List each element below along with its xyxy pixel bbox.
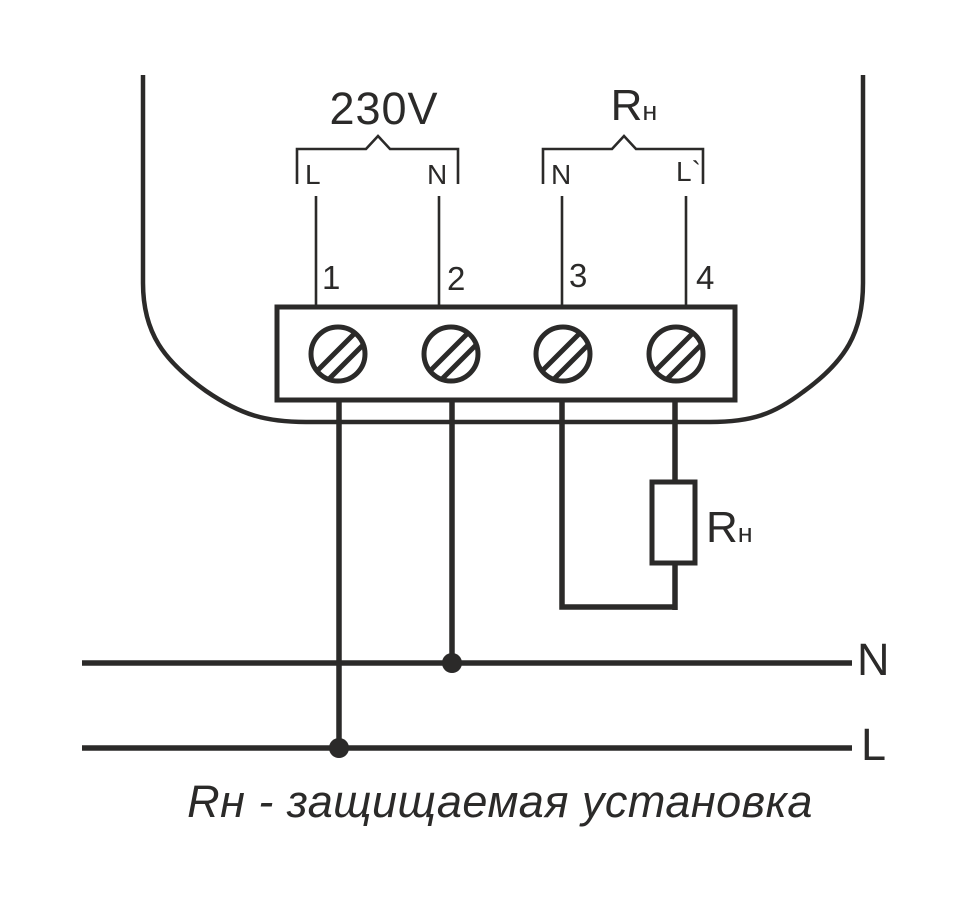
label-pin-number-3: 3: [569, 257, 588, 294]
terminal-block: [274, 304, 738, 403]
screw-terminal-1-icon: [308, 324, 368, 384]
resistor-symbol: [649, 479, 698, 566]
label-pin-number-2: 2: [447, 260, 466, 297]
label-terminal-n: N: [427, 159, 448, 190]
label-pin-number-1: 1: [322, 259, 341, 296]
bracket-230v: [295, 134, 460, 184]
label-pin-number-4: 4: [696, 259, 715, 296]
label-rh-group-sub: н: [642, 96, 658, 126]
bracket-rh: [541, 134, 705, 184]
label-rh-group: Rн: [611, 84, 658, 128]
device-outline: [140, 75, 866, 425]
label-resistor: Rн: [706, 506, 753, 550]
label-230v: 230V: [329, 83, 439, 134]
screw-terminal-2-icon: [421, 324, 481, 384]
label-bus-phase: L: [861, 719, 888, 770]
label-terminal-l-load: L`: [676, 156, 701, 187]
screw-terminal-4-icon: [646, 324, 706, 384]
label-bus-neutral: N: [857, 634, 891, 685]
wire-terminal3-to-resistor: [559, 400, 675, 610]
screw-terminal-3-icon: [533, 324, 593, 384]
label-resistor-sub: н: [737, 518, 753, 548]
caption-text: Rн - защищаемая установка: [187, 776, 813, 827]
junction-dot-phase: [329, 738, 349, 758]
label-terminal-n-load: N: [551, 159, 572, 190]
label-resistor-main: R: [706, 503, 738, 552]
label-terminal-l: L: [305, 159, 321, 190]
label-rh-group-main: R: [610, 81, 643, 130]
junction-dot-neutral: [442, 653, 462, 673]
